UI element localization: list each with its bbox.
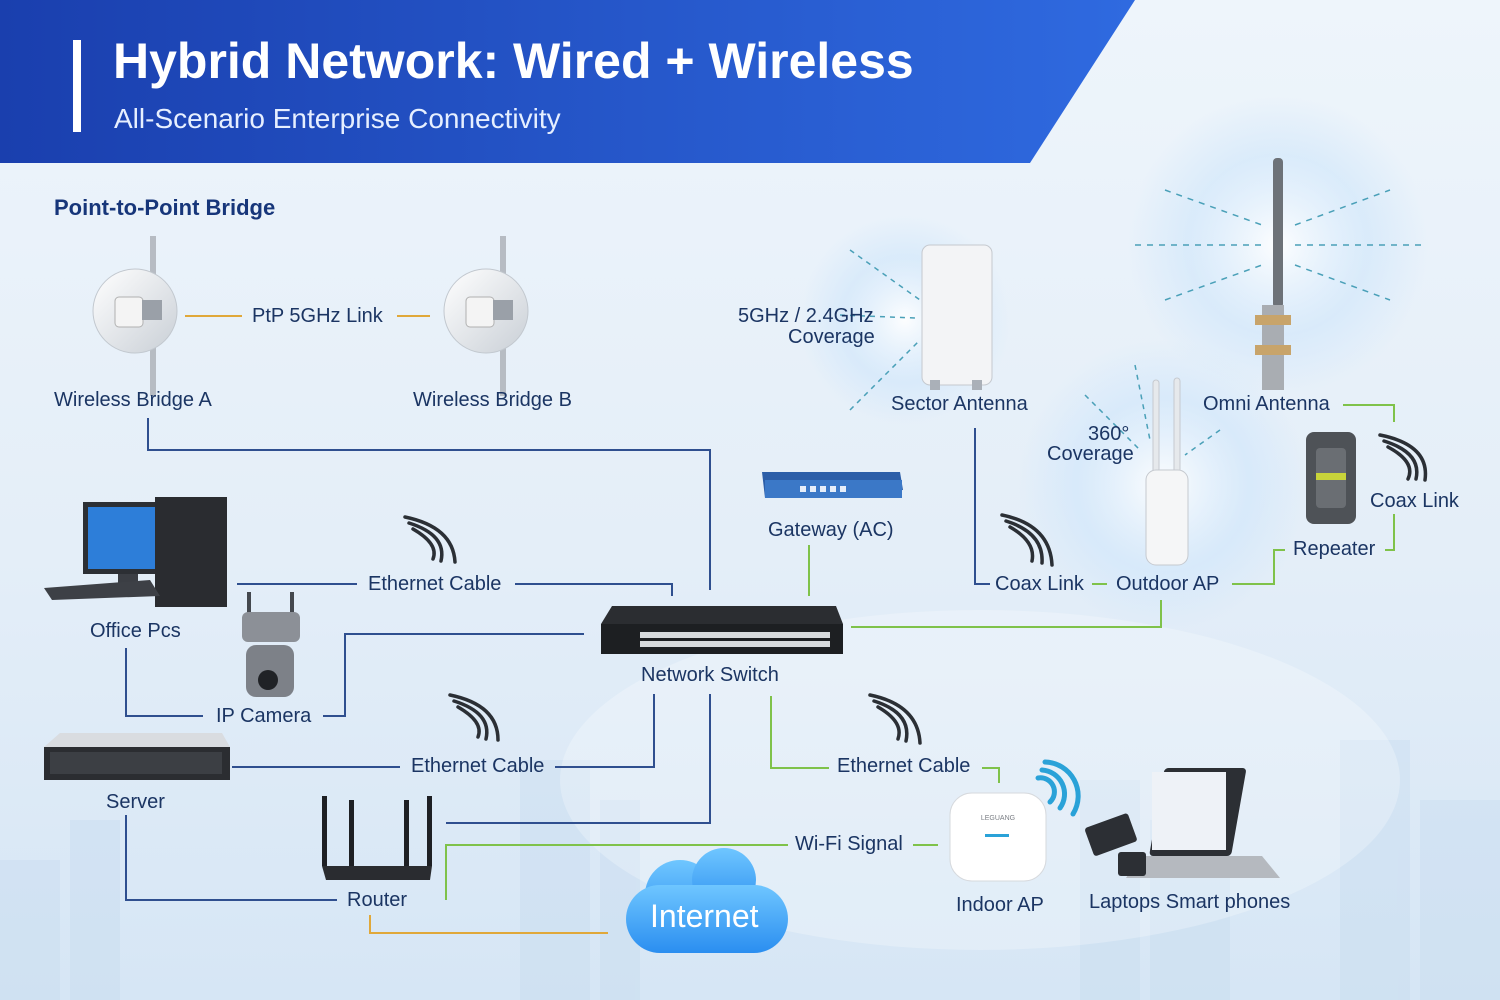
label-wireless-bridge-b: Wireless Bridge B <box>413 389 572 411</box>
header-band <box>0 0 1135 163</box>
label-ip-camera: IP Camera <box>216 705 312 727</box>
label-sector-coverage-line2: Coverage <box>788 326 875 348</box>
page-subtitle: All-Scenario Enterprise Connectivity <box>114 103 561 134</box>
label-office-pcs: Office Pcs <box>90 620 181 642</box>
indoor-ap-brand-text: LEGUANG <box>981 815 1015 822</box>
server-device <box>44 733 230 780</box>
label-outdoor-ap: Outdoor AP <box>1116 573 1220 595</box>
wireless-bridge-b-device <box>443 236 529 396</box>
page-title: Hybrid Network: Wired + Wireless <box>113 33 914 89</box>
ip-camera-device <box>242 592 300 697</box>
label-server: Server <box>106 791 165 813</box>
label-internet: Internet <box>650 898 759 934</box>
label-gateway: Gateway (AC) <box>768 519 894 541</box>
label-360-coverage-line2: Coverage <box>1047 443 1134 465</box>
label-sector-coverage-line1: 5GHz / 2.4GHz <box>738 305 874 327</box>
label-ptp-link: PtP 5GHz Link <box>252 305 383 327</box>
label-repeater: Repeater <box>1293 538 1376 560</box>
label-ethernet-cable-top: Ethernet Cable <box>368 573 502 595</box>
repeater-device <box>1306 432 1356 524</box>
title-accent-bar <box>73 40 81 132</box>
laptop-phone-device <box>1085 768 1280 878</box>
router-internet-line <box>369 915 608 934</box>
label-ethernet-cable-right: Ethernet Cable <box>837 755 971 777</box>
outdoor-ap-device <box>1145 377 1189 566</box>
office-pc-device <box>44 497 227 607</box>
label-wifi-signal: Wi-Fi Signal <box>795 833 903 855</box>
network-switch-device <box>601 606 843 654</box>
omni-coverage-rays <box>1135 189 1425 301</box>
city-background <box>0 740 1500 1000</box>
label-wireless-bridge-a: Wireless Bridge A <box>54 389 212 411</box>
label-omni-antenna: Omni Antenna <box>1203 393 1330 415</box>
ptp-section-title: Point-to-Point Bridge <box>54 195 276 220</box>
label-indoor-ap: Indoor AP <box>956 894 1044 916</box>
sector-antenna-device <box>921 244 993 390</box>
cable-bundle-icons <box>403 433 1428 745</box>
sector-coverage-rays <box>839 249 921 411</box>
label-360-coverage-line1: 360° <box>1088 423 1130 445</box>
outdoor-ap-coverage-rays <box>1084 364 1221 456</box>
router-device <box>322 796 432 880</box>
omni-antenna-device <box>1255 158 1291 390</box>
label-coax-link-mid: Coax Link <box>995 573 1084 595</box>
label-router: Router <box>347 889 408 911</box>
label-sector-antenna: Sector Antenna <box>891 393 1028 415</box>
label-ethernet-cable-mid: Ethernet Cable <box>411 755 545 777</box>
indoor-ap-device: LEGUANG <box>949 792 1047 882</box>
wireless-bridge-a-device <box>92 236 178 396</box>
wireless-connection-lines <box>445 404 1395 900</box>
wired-connection-lines <box>125 418 990 901</box>
label-coax-link-right: Coax Link <box>1370 490 1459 512</box>
gateway-device <box>762 472 903 498</box>
label-network-switch: Network Switch <box>641 664 779 686</box>
label-laptops-smart-phones: Laptops Smart phones <box>1089 891 1291 913</box>
internet-cloud-icon <box>626 848 788 953</box>
wifi-waves-icon <box>1035 759 1081 817</box>
